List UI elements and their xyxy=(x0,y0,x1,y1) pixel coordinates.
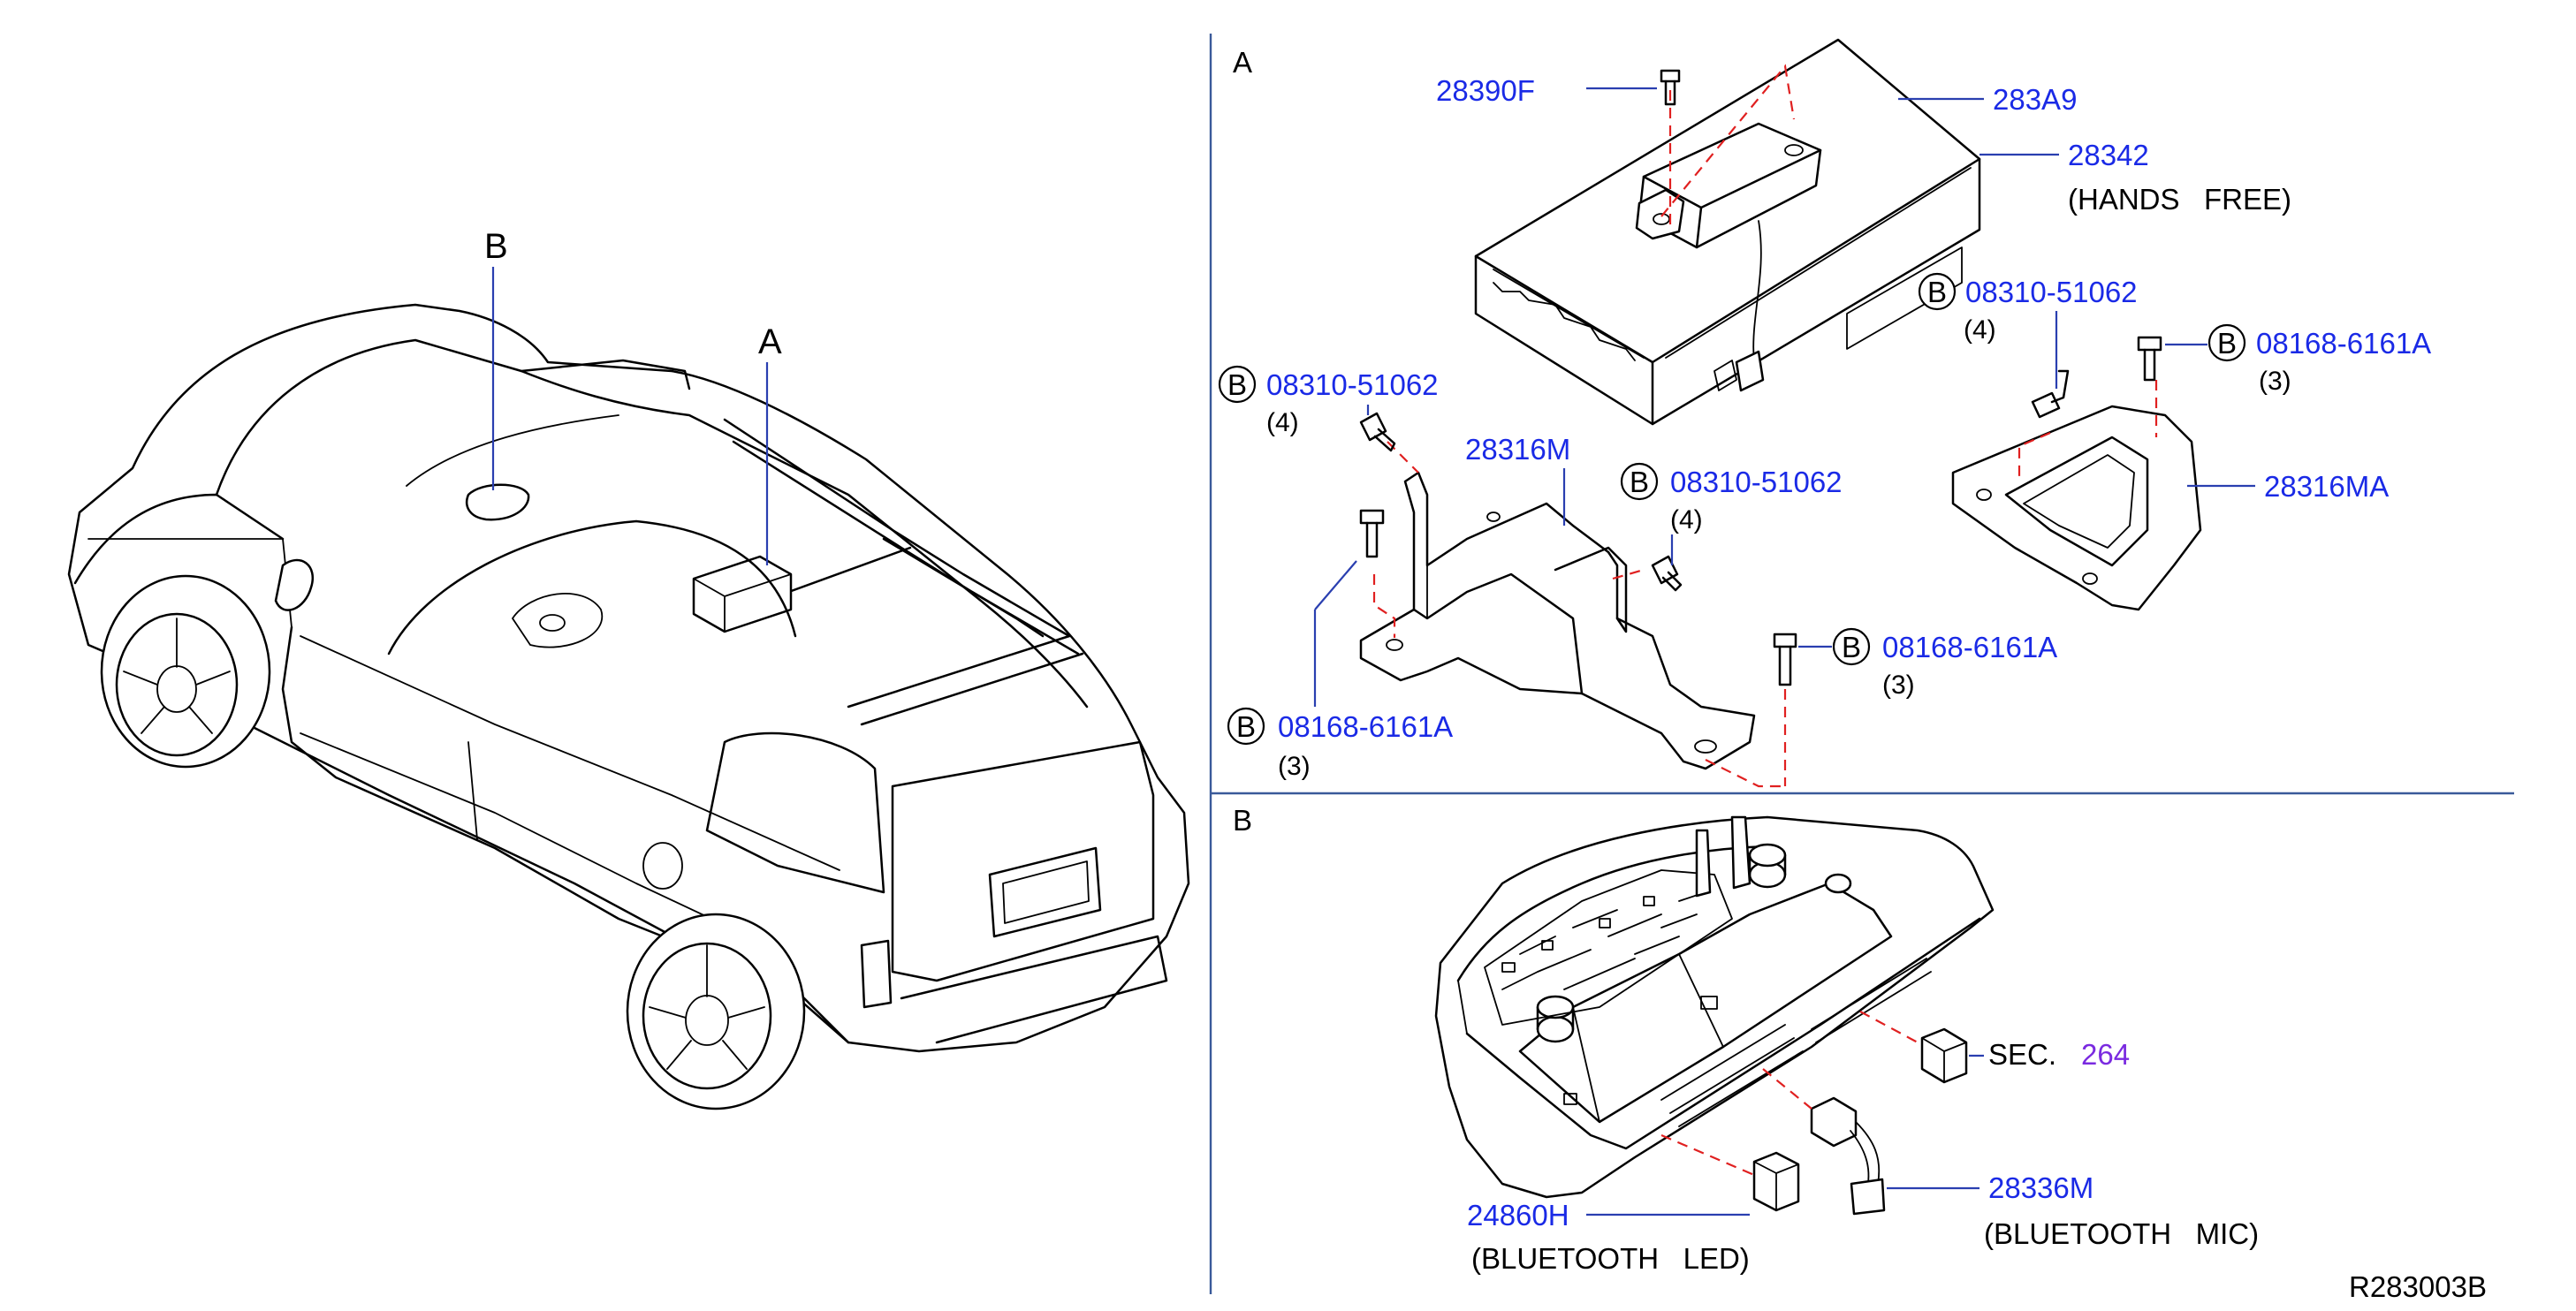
sec264-connector-icon xyxy=(1920,1027,1968,1084)
bracket-28316MA xyxy=(1951,405,2202,611)
bolt-mid-low-icon xyxy=(1773,633,1797,686)
bolt-left-low-icon xyxy=(1359,509,1385,558)
bolt-left-top-code: 08310-51062 xyxy=(1266,368,1439,401)
bluetooth-led-icon xyxy=(1752,1151,1800,1212)
bluetooth-mic-icon xyxy=(1810,1096,1886,1216)
callout-bolt-mid-low: B 08168-6161A (3) xyxy=(1798,627,2057,700)
sec-number[interactable]: 264 xyxy=(2081,1038,2130,1071)
bolt-right-2-icon xyxy=(2137,336,2162,382)
part-28316M-number: 28316M xyxy=(1465,433,1570,466)
bolt-right-2-code: 08168-6161A xyxy=(2256,327,2431,360)
bolt-left-low-qty: (3) xyxy=(1278,752,1311,781)
rear-wheel xyxy=(626,913,806,1110)
bolt-left-top-icon xyxy=(1359,412,1396,452)
callout-bolt-mid: B 08310-51062 (4) xyxy=(1620,462,1843,565)
section-a-label: A xyxy=(1233,46,1252,79)
part-283A9: 283A9 xyxy=(1898,83,2077,116)
part-28336M-number: 28336M xyxy=(1988,1171,2093,1204)
bolt-left-low-code: 08168-6161A xyxy=(1278,710,1453,743)
bolt-mid-low-ref: B xyxy=(1842,631,1861,663)
bolt-mid-icon xyxy=(1651,555,1683,592)
part-28390F-number: 28390F xyxy=(1436,74,1535,107)
callout-bolt-right-top: B 08310-51062 (4) xyxy=(1918,272,2138,389)
part-28336M: 28336M (BLUETOOTH MIC) xyxy=(1887,1171,2259,1250)
hands-free-unit xyxy=(1474,38,1981,426)
callout-bolt-left-top: B 08310-51062 (4) xyxy=(1218,365,1439,437)
screw-28390F-icon xyxy=(1660,69,1681,106)
section-b-label: B xyxy=(1233,804,1252,837)
part-24860H-desc: (BLUETOOTH LED) xyxy=(1471,1242,1750,1275)
part-24860H: 24860H (BLUETOOTH LED) xyxy=(1467,1199,1750,1275)
part-28336M-desc: (BLUETOOTH MIC) xyxy=(1984,1217,2259,1250)
callout-sec-264: SEC. 264 xyxy=(1969,1038,2130,1071)
part-28316MA-number: 28316MA xyxy=(2264,470,2389,503)
callout-a-label: A xyxy=(758,322,782,361)
bolt-mid-ref: B xyxy=(1630,466,1649,498)
bolt-left-top-ref: B xyxy=(1227,368,1247,401)
overhead-console xyxy=(1434,815,1995,1199)
drawing-id: R283003B xyxy=(2349,1270,2487,1303)
part-283A9-number: 283A9 xyxy=(1993,83,2077,116)
vehicle-illustration xyxy=(67,303,1190,1110)
bolt-right-2-qty: (3) xyxy=(2259,367,2291,396)
callout-b-label: B xyxy=(484,227,508,266)
callout-bolt-right-2: B 08168-6161A (3) xyxy=(2165,323,2431,396)
bolt-mid-low-code: 08168-6161A xyxy=(1882,631,2057,663)
part-28390F: 28390F xyxy=(1436,74,1657,107)
part-28316M: 28316M xyxy=(1465,433,1570,526)
bolt-right-top-ref: B xyxy=(1927,276,1947,308)
part-28342: 28342 (HANDS FREE) xyxy=(1979,139,2291,216)
bolt-left-low-ref: B xyxy=(1236,710,1256,743)
bolt-right-top-qty: (4) xyxy=(1964,315,1996,345)
callout-a: A xyxy=(758,322,782,565)
bolt-mid-code: 08310-51062 xyxy=(1670,466,1843,498)
part-28342-desc: (HANDS FREE) xyxy=(2068,183,2291,216)
bolt-right-top-icon xyxy=(2031,369,2070,419)
callout-b: B xyxy=(484,227,508,490)
bolt-right-top-code: 08310-51062 xyxy=(1965,276,2138,308)
bolt-mid-low-qty: (3) xyxy=(1882,671,1915,700)
bolt-mid-qty: (4) xyxy=(1670,505,1703,534)
front-wheel xyxy=(100,574,271,769)
callout-bolt-left-low: B 08168-6161A (3) xyxy=(1227,560,1453,781)
part-28342-number: 28342 xyxy=(2068,139,2149,171)
bracket-28316M xyxy=(1359,471,1756,770)
part-28316MA: 28316MA xyxy=(2187,470,2389,503)
sec-prefix: SEC. xyxy=(1988,1038,2056,1071)
bolt-right-2-ref: B xyxy=(2217,327,2237,360)
bolt-left-top-qty: (4) xyxy=(1266,408,1299,437)
part-24860H-number: 24860H xyxy=(1467,1199,1569,1231)
